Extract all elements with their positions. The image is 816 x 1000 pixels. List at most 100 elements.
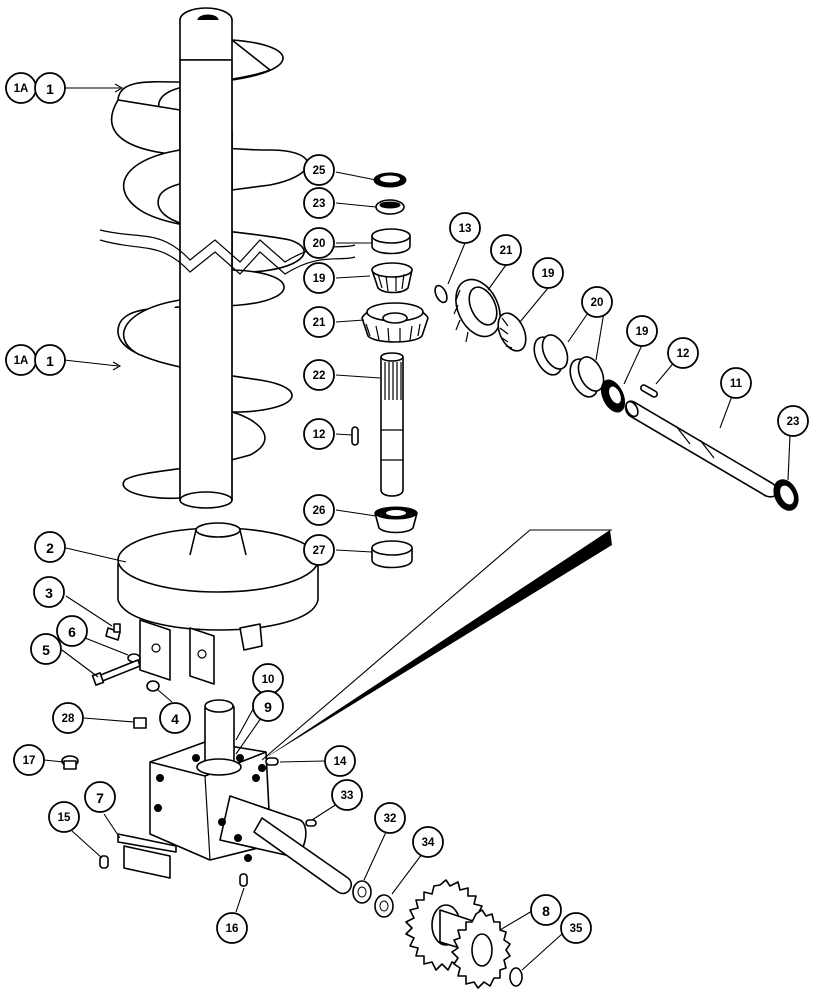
callout-label: 9: [264, 699, 272, 715]
callout-19c: 19: [626, 315, 658, 347]
callout-22: 22: [303, 359, 335, 391]
callout-label: 8: [542, 903, 550, 919]
snap-ring-35: [509, 967, 523, 987]
callout-25: 25: [303, 154, 335, 186]
callout-11: 11: [720, 367, 752, 399]
auger-assembly: [99, 7, 356, 509]
seal-23-upper: [375, 199, 405, 215]
callout-label: 1: [46, 353, 54, 369]
callout-21a: 21: [303, 306, 335, 338]
callout-circle: [560, 912, 592, 944]
callout-circle: [777, 405, 809, 437]
callout-28: 28: [52, 702, 84, 734]
key-12-side: [640, 384, 658, 398]
pin-15: [99, 855, 109, 869]
callout-12a: 12: [303, 418, 335, 450]
callout-circle: [13, 744, 45, 776]
callout-14: 14: [324, 745, 356, 777]
callout-10: 10: [252, 663, 284, 695]
callout-label: 26: [313, 505, 326, 517]
callout-circle: [581, 286, 613, 318]
callout-23b: 23: [777, 405, 809, 437]
bearing-cone-19-side-b: [600, 379, 626, 413]
seal-25: [373, 172, 407, 188]
bearing-cup-20-side-a: [533, 334, 569, 376]
seal-23-side: [773, 479, 799, 511]
callout-label: 12: [677, 348, 690, 360]
snap-ring-13: [434, 284, 448, 304]
callout-label: 20: [591, 297, 604, 309]
callout-circle: [34, 531, 66, 563]
callout-circle: [449, 212, 481, 244]
callout-circle: [34, 344, 66, 376]
callout-label: 12: [313, 429, 326, 441]
plug-17: [61, 755, 79, 770]
callout-label: 13: [459, 223, 472, 235]
callout-label: 19: [636, 326, 649, 338]
callout-1_mid: 1: [34, 344, 66, 376]
bearing-cup-27: [371, 540, 413, 569]
callout-circle: [48, 801, 80, 833]
callout-circle: [33, 576, 65, 608]
callout-32: 32: [374, 802, 406, 834]
callout-circle: [159, 702, 191, 734]
callout-17: 17: [13, 744, 45, 776]
callout-label: 4: [171, 711, 179, 727]
callout-label: 3: [45, 585, 53, 601]
callout-label: 33: [341, 790, 354, 802]
callout-circle: [30, 633, 62, 665]
callout-label: 34: [422, 837, 435, 849]
callout-12b: 12: [667, 337, 699, 369]
callout-label: 28: [62, 713, 75, 725]
callout-19a: 19: [303, 262, 335, 294]
callout-circle: [303, 306, 335, 338]
nut-4: [146, 680, 160, 692]
callout-label: 1A: [14, 83, 29, 95]
callout-circle: [626, 315, 658, 347]
callout-33: 33: [331, 779, 363, 811]
callout-circle: [530, 894, 562, 926]
callout-circle: [324, 745, 356, 777]
bevel-gear-21-upper: [361, 302, 429, 343]
bolt-5: [91, 659, 141, 686]
callout-circle: [303, 534, 335, 566]
callout-label: 14: [334, 756, 347, 768]
callout-34: 34: [412, 826, 444, 858]
callout-circle: [667, 337, 699, 369]
pin-33: [305, 819, 317, 827]
callout-circle: [303, 359, 335, 391]
bearing-cone-26: [374, 506, 418, 534]
gear-shaft-22: [380, 352, 404, 497]
callout-circle: [303, 262, 335, 294]
callout-circle: [331, 779, 363, 811]
callout-circle: [303, 227, 335, 259]
callout-circle: [303, 418, 335, 450]
callout-label: 19: [542, 268, 555, 280]
callout-circle: [56, 615, 88, 647]
callout-label: 10: [262, 674, 275, 686]
callout-20b: 20: [581, 286, 613, 318]
detail-leader-line: [261, 529, 612, 761]
callout-35: 35: [560, 912, 592, 944]
callout-label: 21: [313, 317, 326, 329]
callout-label: 15: [58, 812, 71, 824]
key-12-shaft: [351, 426, 359, 446]
callout-label: 5: [42, 642, 50, 658]
callout-27: 27: [303, 534, 335, 566]
callout-circle: [532, 257, 564, 289]
callout-6: 6: [56, 615, 88, 647]
bearing-cone-19-upper: [371, 262, 413, 294]
callout-5: 5: [30, 633, 62, 665]
bearing-cone-19-side: [497, 312, 527, 352]
auger-base-housing-2: [117, 522, 319, 685]
callout-21b: 21: [490, 234, 522, 266]
callout-4: 4: [159, 702, 191, 734]
plug-28: [133, 717, 147, 729]
callout-label: 23: [787, 416, 800, 428]
callout-circle: [52, 702, 84, 734]
callout-circle: [720, 367, 752, 399]
callout-9: 9: [252, 690, 284, 722]
bearing-cup-20-upper: [371, 228, 411, 255]
callout-20a: 20: [303, 227, 335, 259]
